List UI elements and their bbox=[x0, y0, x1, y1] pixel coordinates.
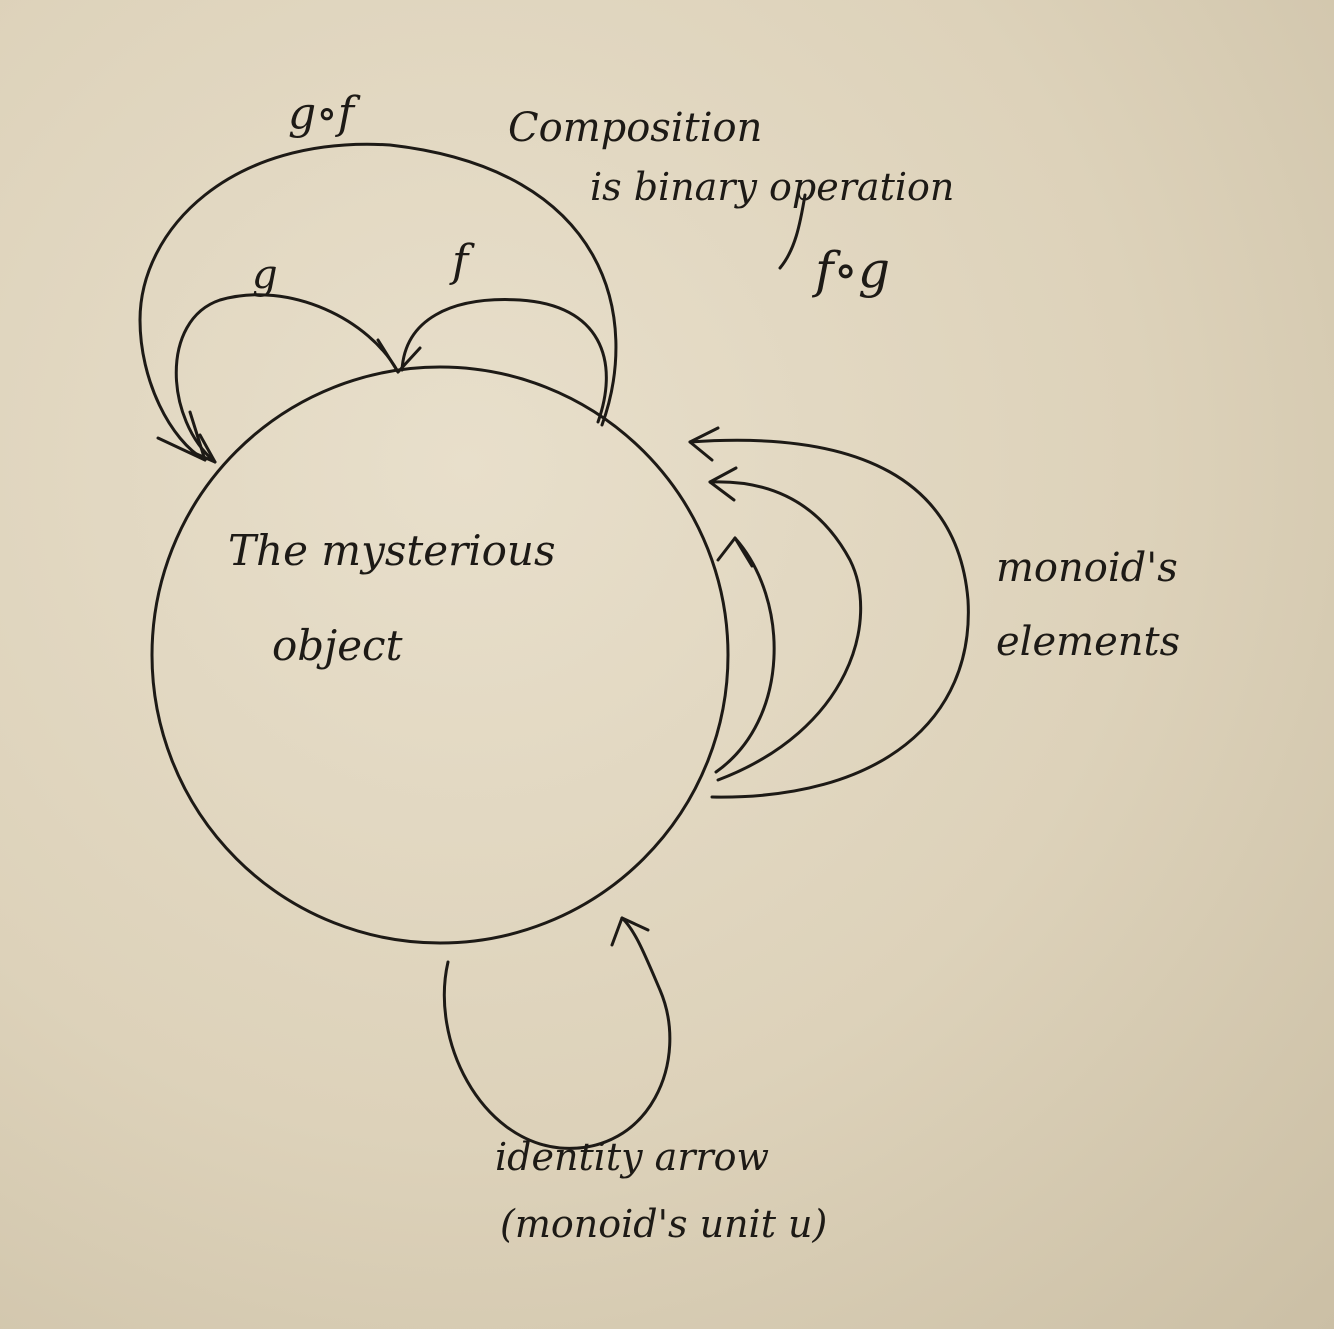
identity-arrow bbox=[442, 916, 672, 1150]
g-arrow bbox=[174, 293, 400, 464]
monoid-label-line2: elements bbox=[996, 619, 1181, 665]
gof-label: g∘f bbox=[288, 88, 355, 139]
composition-label-line1: Composition bbox=[508, 105, 763, 151]
identity-label-line1: identity arrow bbox=[495, 1135, 770, 1179]
gof-arrowhead bbox=[156, 410, 207, 462]
identity-arrowhead bbox=[610, 916, 650, 947]
identity-label-line2: (monoid's unit u) bbox=[500, 1202, 828, 1246]
monoid-element-arrowhead-inner bbox=[716, 536, 754, 568]
composition-label-line2: is binary operation bbox=[590, 165, 955, 209]
fog-label: f∘g bbox=[815, 241, 891, 299]
monoid-element-arrow-middle bbox=[708, 480, 863, 782]
f-arrowhead bbox=[190, 433, 217, 464]
monoid-element-arrowhead-outer bbox=[688, 426, 720, 462]
object-circle bbox=[150, 365, 730, 945]
gof-arrow bbox=[138, 142, 618, 462]
g-arrowhead bbox=[376, 338, 422, 374]
monoid-element-arrow-outer bbox=[688, 438, 970, 799]
f-label: f bbox=[452, 236, 469, 287]
g-label: g bbox=[252, 252, 278, 298]
object-label-line2: object bbox=[272, 621, 403, 670]
pen-stroke bbox=[778, 193, 807, 270]
monoid-label-line1: monoid's bbox=[996, 545, 1178, 591]
object-label-line1: The mysterious bbox=[228, 526, 556, 575]
monoid-element-arrow-inner bbox=[714, 536, 776, 774]
monoid-element-arrowhead-middle bbox=[708, 466, 738, 502]
f-arrow bbox=[400, 298, 608, 424]
